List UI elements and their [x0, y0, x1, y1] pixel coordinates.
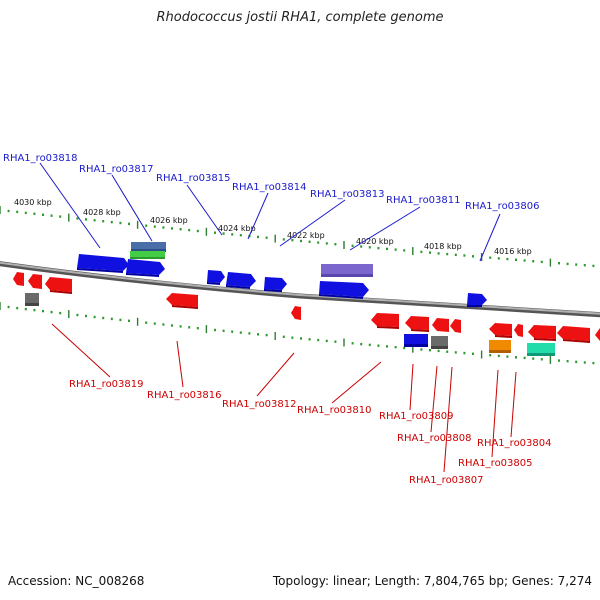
gene-label[interactable]: RHA1_ro03814	[232, 182, 307, 193]
gene-ro03805-red[interactable]	[489, 323, 512, 338]
gene-ro03819-a[interactable]	[13, 272, 24, 286]
gene-label[interactable]: RHA1_ro03810	[297, 405, 372, 416]
gene-ro03804-red[interactable]	[528, 325, 556, 341]
leader-ro03809	[409, 363, 414, 411]
gene-ro03810[interactable]	[371, 313, 399, 329]
gene-ro03809-red[interactable]	[405, 316, 429, 332]
scale-tick-label: 4028 kbp	[83, 208, 121, 217]
gene-ro03817[interactable]	[77, 254, 129, 273]
bottom-leader-lines	[51, 323, 517, 473]
gene-label[interactable]: RHA1_ro03809	[379, 411, 454, 422]
leader-ro03815	[186, 184, 223, 236]
leader-ro03811	[349, 206, 421, 251]
gene-ro03819-c[interactable]	[45, 277, 72, 294]
gene-ro03816[interactable]	[166, 293, 198, 309]
gene-ro03813[interactable]	[319, 281, 369, 299]
top-leader-lines	[39, 162, 501, 262]
leader-ro03810	[331, 361, 382, 404]
gene-ro03804-red-small[interactable]	[514, 324, 523, 337]
gene-label[interactable]: RHA1_ro03819	[69, 379, 144, 390]
leader-ro03807	[443, 366, 453, 473]
leader-ro03814	[247, 192, 269, 240]
scale-tick-label: 4022 kbp	[287, 231, 325, 240]
gene-label[interactable]: RHA1_ro03805	[458, 458, 533, 469]
gene-ro03812[interactable]	[291, 306, 301, 320]
leader-ro03805	[491, 369, 499, 458]
gene-label[interactable]: RHA1_ro03815	[156, 173, 231, 184]
gene-ro03802-red[interactable]	[595, 328, 600, 342]
gene-label[interactable]: RHA1_ro03811	[386, 195, 461, 206]
scale-tick-label: 4016 kbp	[494, 247, 532, 256]
gene-label[interactable]: RHA1_ro03812	[222, 399, 297, 410]
gene-label[interactable]: RHA1_ro03804	[477, 438, 552, 449]
gene-label[interactable]: RHA1_ro03818	[3, 153, 78, 164]
top-gene-labels: RHA1_ro03818 RHA1_ro03817 RHA1_ro03815 R…	[3, 153, 540, 212]
gene-ro03807-red[interactable]	[450, 319, 461, 333]
gene-ro03819-grey[interactable]	[25, 293, 39, 306]
leader-ro03816	[176, 340, 184, 388]
gene-ro03804-teal[interactable]	[527, 343, 555, 356]
gene-ro03805-orange[interactable]	[489, 340, 511, 353]
gene-ro03809-fwd[interactable]	[404, 334, 428, 347]
scale-tick-label: 4030 kbp	[14, 198, 52, 207]
scale-tick-label: 4024 kbp	[218, 224, 256, 233]
scale-tick-labels: 4030 kbp 4028 kbp 4026 kbp 4024 kbp 4022…	[14, 198, 532, 256]
genome-backbone-highlight	[0, 261, 600, 315]
gene-ro03813-domain-purple[interactable]	[321, 264, 373, 277]
leader-ro03817	[111, 174, 153, 242]
scale-ticks-top	[0, 206, 595, 268]
gene-ro03814[interactable]	[226, 272, 256, 289]
leader-ro03806	[479, 213, 501, 262]
gene-ro03816-fwd[interactable]	[126, 259, 165, 277]
scale-tick-label: 4020 kbp	[356, 237, 394, 246]
reverse-features	[13, 272, 600, 356]
gene-ro03808-grey[interactable]	[431, 336, 448, 349]
leader-ro03819	[51, 323, 111, 378]
gene-label[interactable]: RHA1_ro03808	[397, 433, 472, 444]
leader-ro03818	[39, 162, 101, 249]
gene-ro03817-domain-green[interactable]	[130, 251, 165, 259]
leader-ro03804	[510, 371, 517, 438]
gene-ro03803-red[interactable]	[557, 326, 590, 343]
gene-label[interactable]: RHA1_ro03807	[409, 475, 484, 486]
accession-info: Accession: NC_008268	[8, 574, 145, 588]
gene-label[interactable]: RHA1_ro03816	[147, 390, 222, 401]
genome-title: Rhodococcus jostii RHA1, complete genome	[156, 10, 444, 25]
genome-summary: Topology: linear; Length: 7,804,765 bp; …	[272, 574, 592, 588]
leader-ro03808	[430, 365, 438, 433]
forward-features	[77, 242, 487, 307]
gene-ro03815[interactable]	[207, 270, 225, 285]
leader-ro03812	[256, 352, 295, 397]
gene-label[interactable]: RHA1_ro03813	[310, 189, 385, 200]
leader-ro03813	[279, 199, 346, 247]
gene-label[interactable]: RHA1_ro03806	[465, 201, 540, 212]
gene-ro03812-fwd[interactable]	[264, 277, 287, 292]
gene-ro03808-red[interactable]	[432, 318, 449, 332]
scale-tick-label: 4018 kbp	[424, 242, 462, 251]
gene-ro03819-b[interactable]	[28, 274, 42, 289]
scale-ticks-bottom	[0, 302, 595, 365]
bottom-gene-labels: RHA1_ro03819 RHA1_ro03816 RHA1_ro03812 R…	[69, 379, 552, 486]
scale-tick-label: 4026 kbp	[150, 216, 188, 225]
gene-ro03806[interactable]	[467, 293, 487, 307]
gene-label[interactable]: RHA1_ro03817	[79, 164, 154, 175]
gene-ro03817-domain-steel[interactable]	[131, 242, 166, 252]
